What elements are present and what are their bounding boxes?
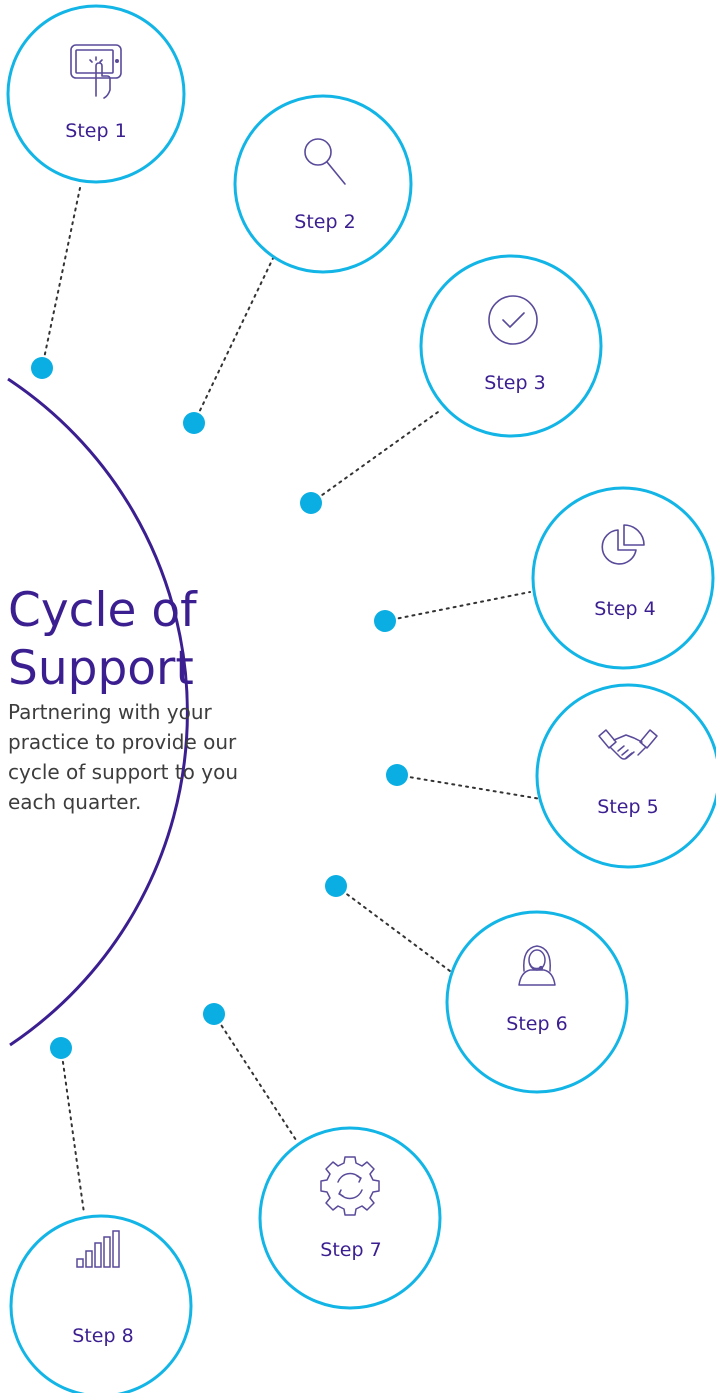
step-4[interactable]: Step 4 [531,486,715,670]
node-4 [374,610,396,632]
description-line-4: each quarter. [8,790,142,814]
connector-2 [193,251,277,424]
connector-6 [335,885,459,978]
node-6 [325,875,347,897]
tablet-touch-icon [70,44,122,99]
step-1-label: Step 1 [65,120,126,142]
step-3[interactable]: Step 3 [419,254,603,438]
connector-3 [310,411,439,504]
step-5-label: Step 5 [597,796,658,818]
description-line-1: Partnering with your [8,700,212,724]
pie-chart-icon [601,524,645,565]
step-7-label: Step 7 [320,1239,381,1261]
check-circle-icon [488,295,538,345]
step-8-label: Step 8 [72,1325,133,1347]
node-2 [183,412,205,434]
step-6-label: Step 6 [506,1013,567,1035]
connector-4 [384,591,531,622]
node-3 [300,492,322,514]
node-1 [31,357,53,379]
description-line-2: practice to provide our [8,730,237,754]
magnifier-icon [304,138,346,185]
connector-7 [213,1013,297,1141]
node-5 [386,764,408,786]
page-title: Cycle of Support [8,582,338,698]
arc-nodes [31,357,408,1059]
connector-8 [60,1047,85,1214]
cycle-arc [7,377,189,1047]
step-2[interactable]: Step 2 [233,94,413,274]
step-8[interactable]: Step 8 [9,1214,193,1393]
title-line-2: Support [8,641,194,696]
step-7[interactable]: Step 7 [258,1126,442,1310]
step-6[interactable]: Step 6 [445,910,629,1094]
title-line-1: Cycle of [8,583,197,638]
step-4-label: Step 4 [594,598,655,620]
step-2-label: Step 2 [294,211,355,233]
support-agent-icon [518,945,556,986]
description-line-3: cycle of support to you [8,760,239,784]
step-1[interactable]: Step 1 [6,4,186,184]
description: Partnering with your practice to provide… [8,697,308,817]
step-5[interactable]: Step 5 [535,683,716,869]
connector-5 [396,774,542,800]
connector-1 [41,187,81,369]
node-7 [203,1003,225,1025]
node-8 [50,1037,72,1059]
connectors [41,187,542,1214]
handshake-icon [598,729,658,760]
step-3-label: Step 3 [484,372,545,394]
gear-cycle-icon [320,1156,380,1216]
bar-chart-icon [76,1230,120,1268]
